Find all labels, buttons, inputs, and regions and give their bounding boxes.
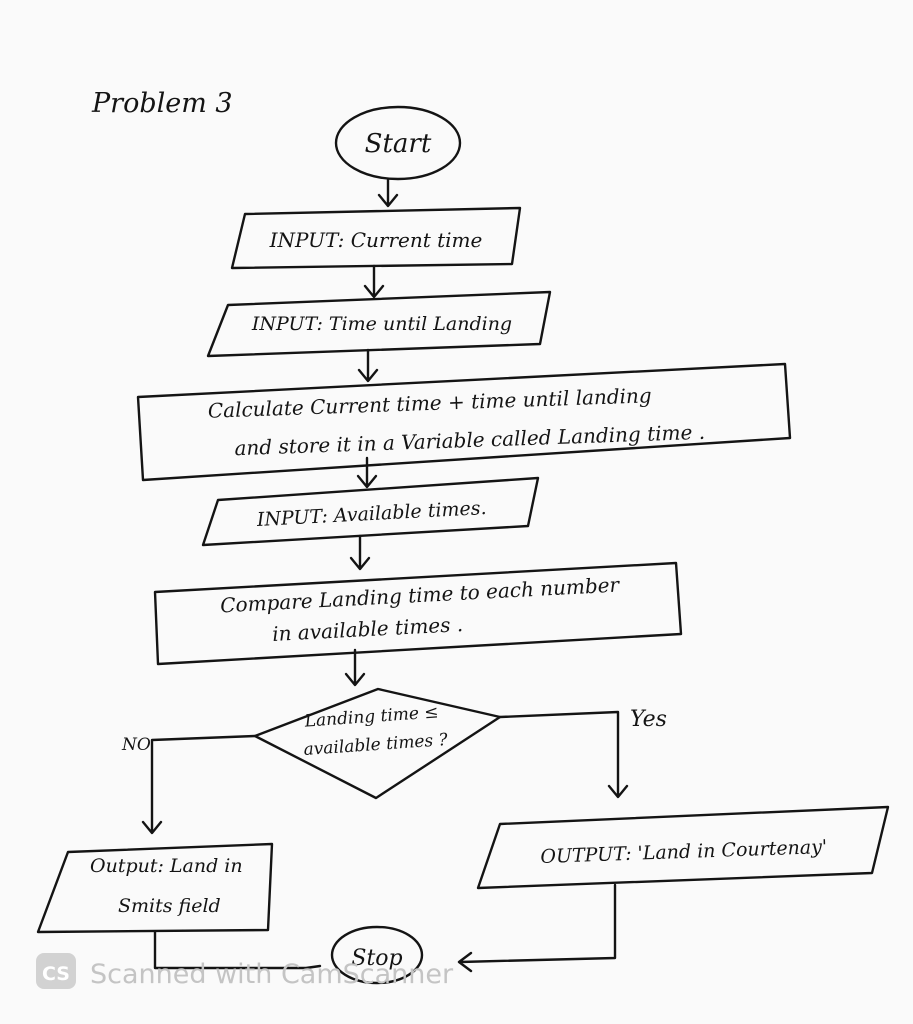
- problem-title: Problem 3: [91, 88, 233, 119]
- calculate-process-box: [136, 362, 792, 482]
- output-smits-field-box: [36, 842, 274, 934]
- no-branch-label: NO: [121, 735, 151, 755]
- input-available-times-box: [201, 476, 540, 547]
- compare-process-box: [153, 561, 683, 666]
- yes-output-to-stop-connector: [457, 883, 617, 973]
- start-label: Start: [365, 129, 432, 159]
- output-courtenay-box: [476, 805, 890, 890]
- no-branch-connector: [141, 734, 257, 835]
- input-current-time-label: INPUT: Current time: [269, 228, 483, 252]
- no-output-to-stop-connector: [153, 930, 322, 970]
- arrow-start-to-input-current-time: [377, 178, 399, 208]
- yes-branch-label: Yes: [630, 707, 667, 732]
- calculate-line-2: and store it in a Variable called Landin…: [234, 420, 705, 460]
- arrow-to-input-available-times: [356, 456, 378, 489]
- input-time-until-landing-label: INPUT: Time until Landing: [251, 313, 512, 335]
- scanner-logo-text: CS: [42, 963, 70, 985]
- stop-label: Stop: [351, 946, 402, 971]
- compare-line-2: in available times .: [272, 612, 464, 646]
- arrow-to-calculate: [357, 348, 379, 383]
- decision-line-2: available times ?: [303, 730, 449, 760]
- input-time-until-landing-box: [206, 290, 552, 358]
- decision-line-1: Landing time ≤: [303, 702, 439, 731]
- arrow-to-compare: [349, 534, 371, 571]
- output-smits-field-line-1: Output: Land in: [90, 855, 243, 877]
- arrow-to-decision: [344, 648, 366, 687]
- compare-line-1: Compare Landing time to each number: [220, 573, 621, 618]
- scanner-watermark-text: Scanned with CamScanner: [90, 959, 454, 990]
- input-available-times-label: INPUT: Available times.: [255, 497, 487, 531]
- input-current-time-box: [230, 206, 522, 270]
- scanner-logo-badge: [36, 953, 76, 989]
- stop-terminator: [330, 925, 424, 985]
- decision-diamond: [253, 687, 502, 800]
- yes-branch-connector: [498, 710, 629, 799]
- arrow-to-input-time-until-landing: [363, 264, 385, 299]
- start-terminator: [334, 105, 462, 181]
- output-smits-field-line-2: Smits field: [118, 895, 221, 917]
- output-courtenay-label: OUTPUT: 'Land in Courtenay': [540, 836, 827, 868]
